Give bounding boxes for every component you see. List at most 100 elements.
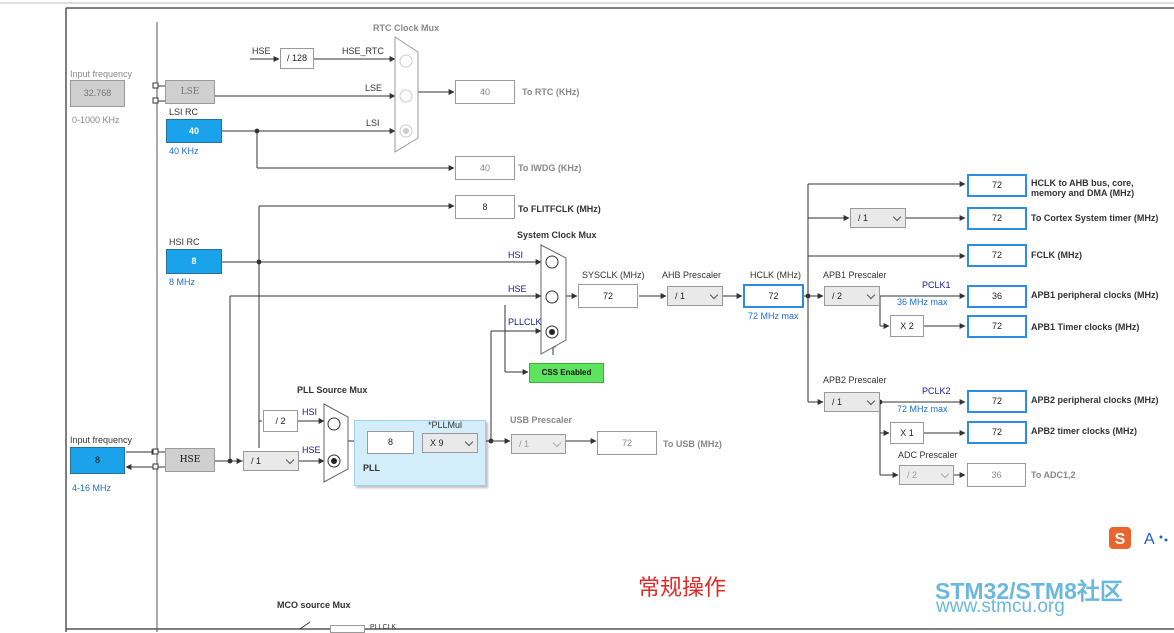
apb2-prescaler-select[interactable]: / 1 bbox=[824, 392, 880, 412]
pll-mul-select[interactable]: X 9 bbox=[422, 433, 478, 453]
out-apb1-periph-label: APB1 peripheral clocks (MHz) bbox=[1031, 290, 1159, 300]
rtc-in-hse-rtc: HSE_RTC bbox=[342, 46, 384, 56]
sys-mux-in-pllclk: PLLCLK bbox=[508, 317, 542, 327]
mux-hse-radio[interactable] bbox=[545, 290, 559, 304]
flitf-out-label: To FLITFCLK (MHz) bbox=[518, 204, 601, 214]
out-apb1-timer-label: APB1 Timer clocks (MHz) bbox=[1031, 322, 1140, 332]
out-apb2-periph-box[interactable]: 72 bbox=[967, 390, 1027, 413]
mux-hsi-radio[interactable] bbox=[545, 255, 559, 269]
hsi-freq-box[interactable]: 8 bbox=[166, 249, 222, 274]
pll-input-box: 8 bbox=[367, 431, 414, 454]
div128-box: / 128 bbox=[280, 48, 314, 69]
cortex-div-select[interactable]: / 1 bbox=[850, 208, 906, 228]
chevron-down-icon bbox=[892, 212, 902, 222]
pclk1-label: PCLK1 bbox=[922, 280, 951, 290]
adc-prescaler-label: ADC Prescaler bbox=[898, 450, 958, 460]
hclk-box[interactable]: 72 bbox=[743, 284, 804, 308]
hse-prediv-select[interactable]: / 1 bbox=[243, 451, 299, 471]
sys-mux-in-hse: HSE bbox=[508, 284, 527, 294]
lse-freq-label: Input frequency bbox=[70, 69, 133, 79]
svg-text:S: S bbox=[1115, 531, 1126, 548]
chevron-down-icon bbox=[709, 290, 719, 300]
lse-block[interactable]: LSE bbox=[165, 80, 215, 104]
chevron-down-icon bbox=[464, 437, 474, 447]
apb1-timer-mult: X 2 bbox=[890, 315, 924, 337]
sa-badge-text: A bbox=[1144, 531, 1155, 548]
sogou-logo: S A bbox=[1108, 526, 1174, 557]
pll-src-in-hsi: HSI bbox=[302, 407, 318, 417]
out-hclk-ahb-box[interactable]: 72 bbox=[967, 174, 1027, 197]
adc-out-box: 36 bbox=[967, 463, 1026, 487]
hse-block[interactable]: HSE bbox=[165, 448, 215, 472]
pclk2-label: PCLK2 bbox=[922, 386, 951, 396]
adc-out-label: To ADC1,2 bbox=[1031, 470, 1076, 480]
usb-out-label: To USB (MHz) bbox=[663, 439, 722, 449]
pll-source-mux bbox=[323, 403, 349, 483]
chevron-down-icon bbox=[866, 396, 876, 406]
rtc-in-hse: HSE bbox=[252, 46, 271, 56]
mco-in-pllclk: PLLCLK bbox=[370, 624, 397, 631]
apb2-timer-mult: X 1 bbox=[890, 422, 924, 444]
watermark-brand: STM32/STM8社区 bbox=[935, 578, 1123, 604]
out-fclk-box[interactable]: 72 bbox=[967, 244, 1027, 267]
chevron-down-icon bbox=[866, 290, 876, 300]
lse-freq-input[interactable]: 32.768 bbox=[70, 80, 125, 107]
usb-prescaler-select[interactable]: / 1 bbox=[511, 434, 566, 454]
ahb-prescaler-label: AHB Prescaler bbox=[662, 270, 722, 280]
sysclk-box[interactable]: 72 bbox=[578, 284, 638, 308]
pll-src-in-hse: HSE bbox=[302, 445, 321, 455]
iwdg-out-label: To IWDG (KHz) bbox=[518, 163, 582, 173]
pclk2-max: 72 MHz max bbox=[897, 404, 948, 414]
out-cortex-label: To Cortex System timer (MHz) bbox=[1031, 213, 1159, 223]
rtc-mux-title: RTC Clock Mux bbox=[373, 23, 440, 33]
out-apb1-timer-box[interactable]: 72 bbox=[967, 315, 1027, 338]
pll-hsi-div2: / 2 bbox=[263, 410, 298, 432]
lsi-unit: 40 KHz bbox=[169, 146, 199, 156]
pll-src-hsi-radio[interactable] bbox=[327, 417, 341, 431]
hclk-max: 72 MHz max bbox=[748, 311, 799, 321]
note-label: 常规操作 bbox=[638, 576, 727, 601]
rtc-in-lse: LSE bbox=[365, 83, 383, 93]
apb1-prescaler-label: APB1 Prescaler bbox=[823, 270, 887, 280]
apb2-prescaler-label: APB2 Prescaler bbox=[823, 375, 887, 385]
hse-range: 4-16 MHz bbox=[72, 483, 112, 493]
hclk-label: HCLK (MHz) bbox=[750, 270, 801, 280]
hsi-unit: 8 MHz bbox=[169, 277, 196, 287]
hse-freq-input[interactable]: 8 bbox=[70, 447, 125, 474]
rtc-in-lsi: LSI bbox=[366, 118, 380, 128]
chevron-down-icon bbox=[285, 455, 295, 465]
out-fclk-label: FCLK (MHz) bbox=[1031, 250, 1082, 260]
mco-mux-title: MCO source Mux bbox=[277, 600, 351, 610]
sys-mux-title: System Clock Mux bbox=[517, 230, 597, 240]
lsi-freq-box[interactable]: 40 bbox=[166, 119, 222, 143]
pll-name: PLL bbox=[363, 463, 380, 473]
out-apb2-timer-label: APB2 timer clocks (MHz) bbox=[1031, 426, 1138, 436]
out-apb1-periph-box[interactable]: 36 bbox=[967, 285, 1027, 308]
pclk1-max: 36 MHz max bbox=[897, 297, 948, 307]
lsi-label: LSI RC bbox=[169, 107, 199, 117]
sysclk-label: SYSCLK (MHz) bbox=[582, 270, 645, 280]
out-apb2-periph-label: APB2 peripheral clocks (MHz) bbox=[1031, 395, 1159, 405]
out-cortex-box[interactable]: 72 bbox=[967, 207, 1027, 230]
watermark-url: www.stmcu.org bbox=[936, 596, 1065, 617]
out-hclk-ahb-label-2: memory and DMA (MHz) bbox=[1031, 188, 1135, 198]
usb-prescaler-label: USB Prescaler bbox=[510, 415, 573, 425]
adc-prescaler-select[interactable]: / 2 bbox=[899, 465, 954, 485]
out-apb2-timer-box[interactable]: 72 bbox=[967, 421, 1027, 444]
rtc-out-box: 40 bbox=[455, 80, 515, 104]
chevron-down-icon bbox=[552, 438, 562, 448]
lse-range: 0-1000 KHz bbox=[72, 115, 120, 125]
hse-freq-label: Input frequency bbox=[70, 435, 133, 445]
usb-out-box: 72 bbox=[597, 431, 657, 455]
chevron-down-icon bbox=[940, 469, 950, 479]
iwdg-out-box: 40 bbox=[455, 156, 515, 180]
flitf-out-box: 8 bbox=[455, 195, 515, 219]
ahb-prescaler-select[interactable]: / 1 bbox=[667, 286, 723, 306]
css-enabled-button[interactable]: CSS Enabled bbox=[529, 363, 604, 383]
hsi-label: HSI RC bbox=[169, 237, 200, 247]
sys-mux-in-hsi: HSI bbox=[508, 250, 524, 260]
rtc-clock-mux bbox=[394, 36, 419, 153]
apb1-prescaler-select[interactable]: / 2 bbox=[824, 286, 880, 306]
rtc-out-label: To RTC (KHz) bbox=[522, 87, 580, 97]
system-clock-mux bbox=[540, 244, 567, 355]
